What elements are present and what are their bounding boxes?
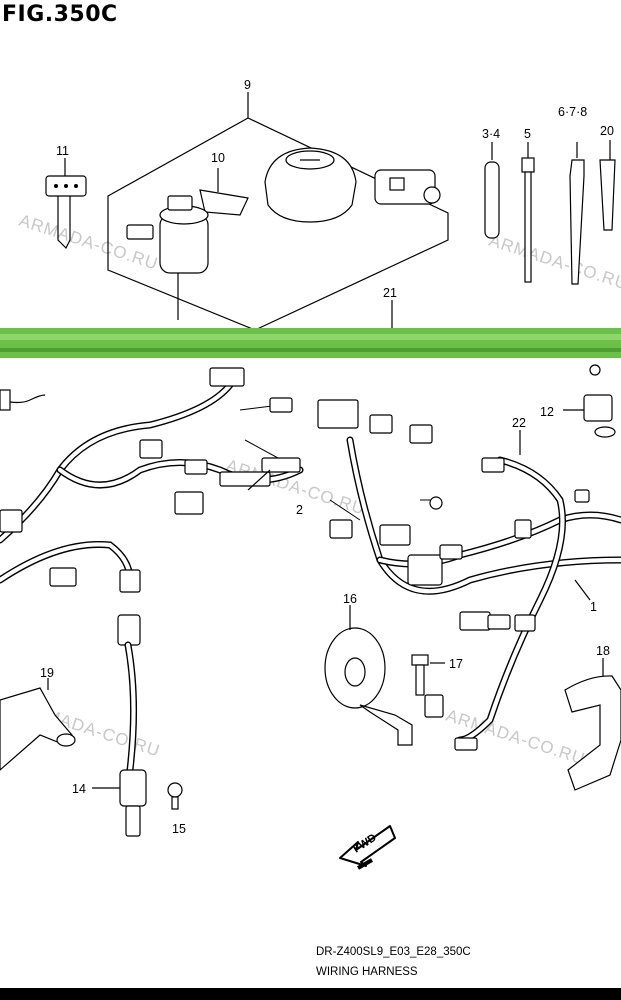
watermark: ARMADA-CO.RU xyxy=(487,231,621,294)
horn-part xyxy=(324,605,413,746)
fwd-arrow: FWD xyxy=(339,825,396,870)
watermark-group: ARMADA-CO.RU ARMADA-CO.RU ARMADA-CO.RU A… xyxy=(17,211,621,769)
highlight-band xyxy=(0,300,621,358)
callout-2: 2 xyxy=(296,503,303,517)
callout-14: 14 xyxy=(72,782,86,796)
clamp-parts xyxy=(484,140,616,285)
callout-5: 5 xyxy=(524,127,531,141)
callout-3-4: 3·4 xyxy=(482,127,500,141)
callout-12: 12 xyxy=(540,405,554,419)
model-code-caption: DR-Z400SL9_E03_E28_350C xyxy=(316,946,471,958)
callout-labels: 9 10 11 3·4 5 6·7·8 20 21 22 12 2 1 16 1… xyxy=(40,78,614,836)
bracket-19 xyxy=(0,678,76,771)
bolt-part xyxy=(411,654,445,696)
callout-20: 20 xyxy=(600,124,614,138)
callout-21: 21 xyxy=(383,286,397,300)
callout-9: 9 xyxy=(244,78,251,92)
callout-6-7-8: 6·7·8 xyxy=(558,105,587,119)
callout-11: 11 xyxy=(56,144,69,158)
watermark: ARMADA-CO.RU xyxy=(17,211,161,274)
callout-17: 17 xyxy=(449,657,463,671)
callout-18: 18 xyxy=(596,644,610,658)
callout-10: 10 xyxy=(211,151,225,165)
switch-lead-14 xyxy=(92,614,183,837)
bracket-18 xyxy=(564,658,621,791)
relay-part xyxy=(563,364,616,438)
callout-19: 19 xyxy=(40,666,54,680)
ignition-kit-group xyxy=(45,92,449,331)
figure-title: FIG.350C xyxy=(2,2,118,27)
callout-16: 16 xyxy=(343,592,357,606)
main-harness xyxy=(0,367,621,751)
left-side-lead xyxy=(0,389,46,411)
callout-22: 22 xyxy=(512,416,526,430)
section-name-caption: WIRING HARNESS xyxy=(316,966,418,978)
callout-15: 15 xyxy=(172,822,186,836)
callout-1: 1 xyxy=(590,600,597,614)
bottom-bar xyxy=(0,988,621,1000)
